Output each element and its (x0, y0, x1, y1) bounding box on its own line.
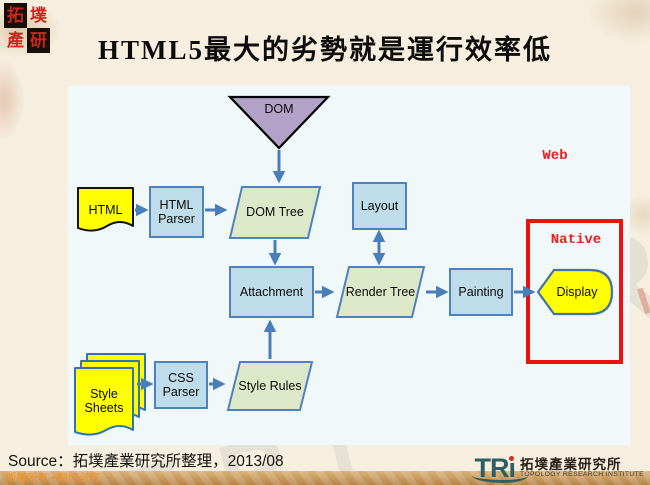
flow-arrows (135, 150, 536, 391)
stamp-char: 產 (7, 31, 24, 50)
tri-name-english: TOPOLOGY RESEARCH INSTITUTE (519, 471, 644, 479)
attachment-box (229, 266, 314, 318)
style-rules-shape (226, 361, 314, 411)
web-region-label: Web (542, 148, 568, 164)
tri-names: 拓墣產業研究所 TOPOLOGY RESEARCH INSTITUTE (520, 458, 644, 480)
tri-footer-logo: TRı 拓墣產業研究所 TOPOLOGY RESEARCH INSTITUTE (472, 452, 644, 483)
stamp-char: 墣 (30, 6, 47, 25)
stamp-char: 拓 (4, 3, 27, 28)
native-region-label: Native (550, 232, 602, 248)
css-parser-box (154, 361, 208, 409)
display-shape (536, 268, 614, 316)
stamp-char: 研 (27, 28, 50, 53)
page-title: HTML5最大的劣勢就是運行效率低 (97, 35, 552, 65)
tri-i-letter: ı (508, 452, 515, 483)
render-tree-shape (335, 266, 426, 318)
style-sheet-front (74, 367, 134, 436)
watermark-red-accent (637, 287, 650, 315)
layout-box (352, 182, 407, 230)
tri-logotype: TRı (472, 452, 529, 483)
copyright-text: 版權所有 • 翻印必究 (6, 472, 100, 484)
dom-triangle (227, 95, 331, 150)
tri-name-chinese: 拓墣產業研究所 (519, 456, 622, 472)
html-document-shape (77, 187, 134, 232)
painting-box (449, 268, 513, 316)
dom-tree-shape (228, 186, 322, 239)
flowchart (74, 95, 623, 436)
source-note: Source：拓墣產業研究所整理，2013/08 (8, 453, 284, 470)
tri-swoosh (472, 471, 529, 483)
html-parser-box (149, 186, 204, 238)
tri-stamp-logo: 拓 墣 產 研 (4, 3, 50, 53)
